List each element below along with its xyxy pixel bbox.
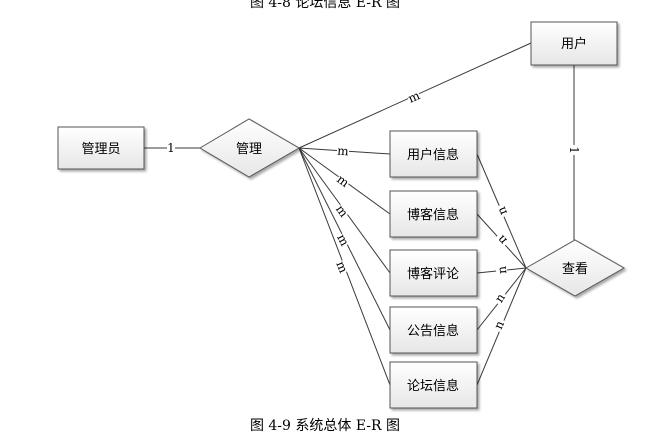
- entity-forum-info: [389, 361, 478, 409]
- entity-blog-info: [389, 190, 478, 238]
- cardinality-manage-forum-info: m: [333, 259, 350, 275]
- caption-top: 图 4-8 论坛信息 E-R 图: [249, 0, 401, 11]
- entity-blog-comment-label: 博客评论: [407, 266, 459, 282]
- relationship-manage-label: 管理: [236, 142, 262, 157]
- entity-user-label: 用户: [561, 36, 587, 52]
- entity-user-info: [389, 130, 478, 178]
- cardinality-manage-user: m: [406, 88, 423, 106]
- entity-admin-label: 管理员: [81, 142, 120, 157]
- cardinality-user-view: 1: [567, 146, 581, 154]
- cardinality-manage-blog-info: m: [334, 172, 352, 190]
- cardinality-manage-blog-comment: m: [333, 202, 351, 220]
- entity-user: [530, 21, 618, 66]
- entity-admin: [57, 126, 145, 170]
- entity-user-info-label: 用户信息: [407, 147, 459, 163]
- entity-blog-info-label: 博客信息: [407, 207, 459, 223]
- entity-notice-info-label: 公告信息: [407, 323, 459, 339]
- caption-bottom: 图 4-9 系统总体 E-R 图: [249, 418, 401, 434]
- entity-forum-info-label: 论坛信息: [407, 378, 459, 394]
- entity-blog-comment: [389, 249, 478, 297]
- relationship-manage: [199, 118, 300, 178]
- entity-notice-info: [389, 306, 478, 354]
- cardinality-blog-comment-view: n: [495, 265, 510, 274]
- relationship-view-label: 查看: [562, 261, 588, 277]
- cardinality-manage-user-info: m: [337, 144, 350, 159]
- cardinality-admin-manage: 1: [167, 141, 175, 155]
- relationship-view: [524, 239, 626, 297]
